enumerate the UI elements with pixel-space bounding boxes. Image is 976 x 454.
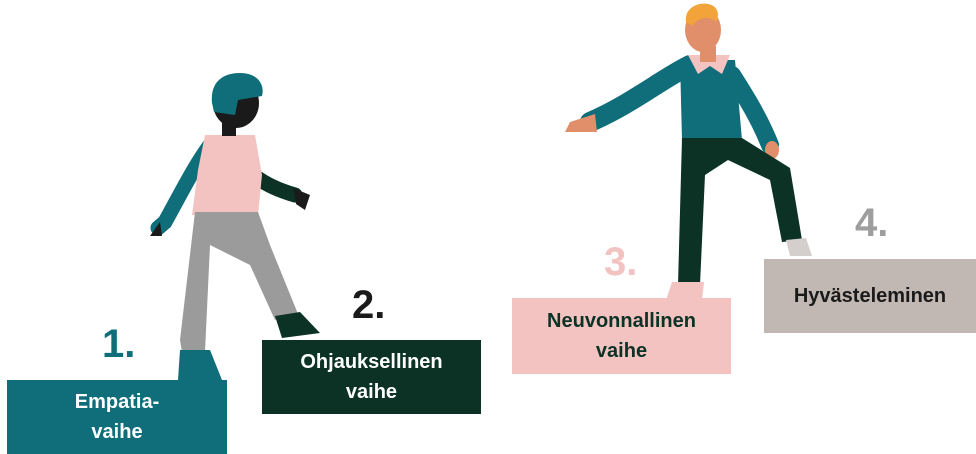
climbing-person-figure	[150, 73, 320, 380]
step-3-number: 3.	[604, 242, 637, 282]
step-2-number: 2.	[352, 285, 385, 325]
step-1-number: 1.	[102, 324, 135, 364]
step-4-label: Hyvästeleminen	[794, 281, 946, 311]
step-4-number: 4.	[855, 203, 888, 243]
step-2-box: Ohjauksellinen vaihe	[262, 340, 481, 414]
step-3-box: Neuvonnallinen vaihe	[512, 298, 731, 374]
helping-person-figure	[565, 4, 812, 300]
step-1-label: Empatia- vaihe	[75, 387, 159, 447]
step-1-box: Empatia- vaihe	[7, 380, 227, 454]
step-4-box: Hyvästeleminen	[764, 259, 976, 333]
step-3-label: Neuvonnallinen vaihe	[547, 306, 696, 366]
step-2-label: Ohjauksellinen vaihe	[300, 347, 442, 407]
